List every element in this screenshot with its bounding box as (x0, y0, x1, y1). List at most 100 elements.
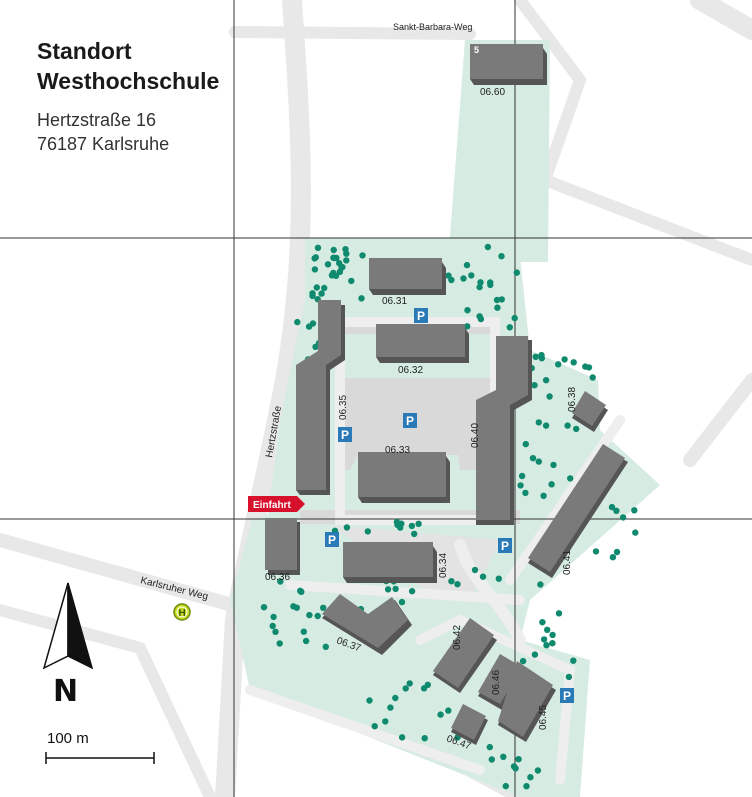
tree-63 (542, 377, 550, 384)
parking-signs: P P P P P P (325, 308, 574, 703)
tree-159 (408, 522, 416, 530)
tree-143 (510, 763, 518, 770)
tree-45 (445, 272, 452, 279)
tree-21 (309, 292, 316, 300)
tree-100 (270, 613, 277, 621)
tree-19 (313, 284, 320, 291)
building-0631 (369, 258, 446, 295)
tree-112 (306, 611, 313, 619)
parking-sign-0634: P (325, 532, 339, 547)
tree-154 (565, 673, 573, 681)
tree-111 (290, 603, 297, 610)
building-label-0631: 06.31 (382, 296, 407, 307)
tree-65 (538, 351, 545, 359)
tree-88 (540, 636, 548, 643)
tree-8 (343, 250, 350, 257)
tree-123 (384, 586, 392, 593)
tree-87 (549, 631, 556, 639)
tree-167 (495, 575, 502, 582)
svg-text:P: P (406, 414, 414, 428)
tree-81 (592, 548, 600, 555)
tree-124 (437, 711, 444, 718)
building-0646 (478, 654, 525, 710)
tree-36 (464, 307, 471, 314)
tree-116 (398, 598, 406, 606)
tree-68 (550, 461, 557, 469)
tree-151 (531, 651, 539, 658)
tree-43 (494, 304, 501, 311)
tree-164 (415, 520, 422, 527)
tree-85 (631, 507, 638, 514)
south-lane (454, 539, 526, 646)
building-0660 (470, 44, 547, 85)
tree-13 (359, 252, 366, 259)
tree-103 (260, 604, 268, 611)
tree-72 (567, 475, 574, 482)
tree-106 (276, 640, 283, 647)
scale-bar (45, 752, 155, 764)
tree-27 (330, 246, 337, 254)
entrance-label: Einfahrt (253, 500, 291, 511)
parking-sign-0631: P (414, 308, 428, 323)
tree-58 (564, 422, 571, 429)
tree-60 (561, 356, 568, 363)
building-label-0633: 06.33 (385, 445, 410, 456)
building-0638 (572, 391, 608, 432)
building-label-0632: 06.32 (398, 365, 423, 376)
tree-128 (445, 707, 452, 714)
building-label-0641: 06.41 (562, 550, 573, 575)
tree-62 (531, 382, 538, 389)
tree-82 (619, 514, 627, 521)
building-0637 (322, 594, 412, 655)
tree-33 (477, 279, 484, 286)
building-0633 (358, 452, 450, 503)
tree-66 (570, 359, 577, 366)
tree-108 (320, 604, 327, 611)
tree-90 (537, 581, 544, 588)
tree-168 (471, 566, 479, 574)
tree-109 (300, 628, 307, 635)
tree-127 (398, 734, 406, 741)
tree-102 (314, 612, 321, 620)
tree-50 (535, 419, 542, 426)
building-0634 (343, 542, 437, 583)
tree-138 (534, 767, 542, 774)
parking-sign-0645: P (560, 688, 574, 703)
tree-133 (392, 694, 399, 702)
tree-91 (555, 610, 563, 617)
tree-165 (343, 524, 351, 531)
tree-74 (522, 489, 529, 497)
parking-sign-central: P (403, 413, 417, 428)
tree-48 (477, 315, 485, 323)
sankt-barbara-road (229, 26, 476, 40)
north-east-road (690, 0, 752, 40)
east-road-right (683, 373, 752, 467)
tree-80 (613, 507, 620, 514)
bus-stop-icon: H (173, 603, 191, 621)
building-label-0646: 06.46 (491, 670, 502, 695)
tree-70 (548, 481, 555, 488)
building-0647 (451, 704, 488, 745)
east-path-upper (514, 0, 752, 266)
tree-141 (488, 756, 495, 763)
tree-23 (331, 254, 338, 262)
tree-160 (411, 530, 418, 538)
building-label-0634: 06.34 (438, 553, 449, 578)
tree-83 (632, 529, 639, 536)
tree-142 (527, 774, 534, 781)
lower-path (245, 685, 485, 775)
buildings (265, 44, 628, 745)
building-label-0635: 06.35 (338, 395, 349, 420)
tree-54 (573, 425, 580, 433)
tree-132 (387, 704, 394, 711)
svg-text:P: P (328, 533, 336, 547)
tree-12 (311, 266, 319, 273)
building-label-0640: 06.40 (470, 423, 481, 448)
tree-25 (348, 277, 355, 285)
tree-30 (513, 269, 520, 276)
tree-163 (393, 518, 401, 526)
tree-125 (382, 718, 389, 725)
building-0636 (265, 518, 300, 575)
tree-57 (532, 353, 539, 360)
